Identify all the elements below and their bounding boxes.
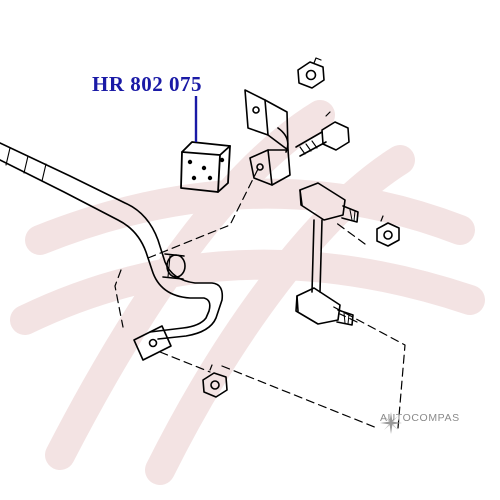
bracket-clamp: [244, 89, 291, 186]
dashed-assembly-lines: [114, 164, 406, 429]
top-nut: [297, 57, 325, 89]
bar-mount-nut: [202, 364, 228, 398]
stabilizer-bar: [0, 142, 224, 361]
bar-bushing: [162, 253, 186, 280]
compass-star-icon: [380, 412, 402, 434]
brand-watermark: AUTOCOMPAS: [380, 412, 460, 434]
bracket-bolt: [295, 111, 350, 157]
brand-name: AUTOCOMPAS: [380, 412, 460, 424]
stabilizer-link: [295, 182, 359, 326]
link-upper-nut: [376, 215, 400, 247]
part-number-label: HR 802 075: [92, 72, 202, 96]
highlighted-bushing-part: [180, 141, 231, 193]
